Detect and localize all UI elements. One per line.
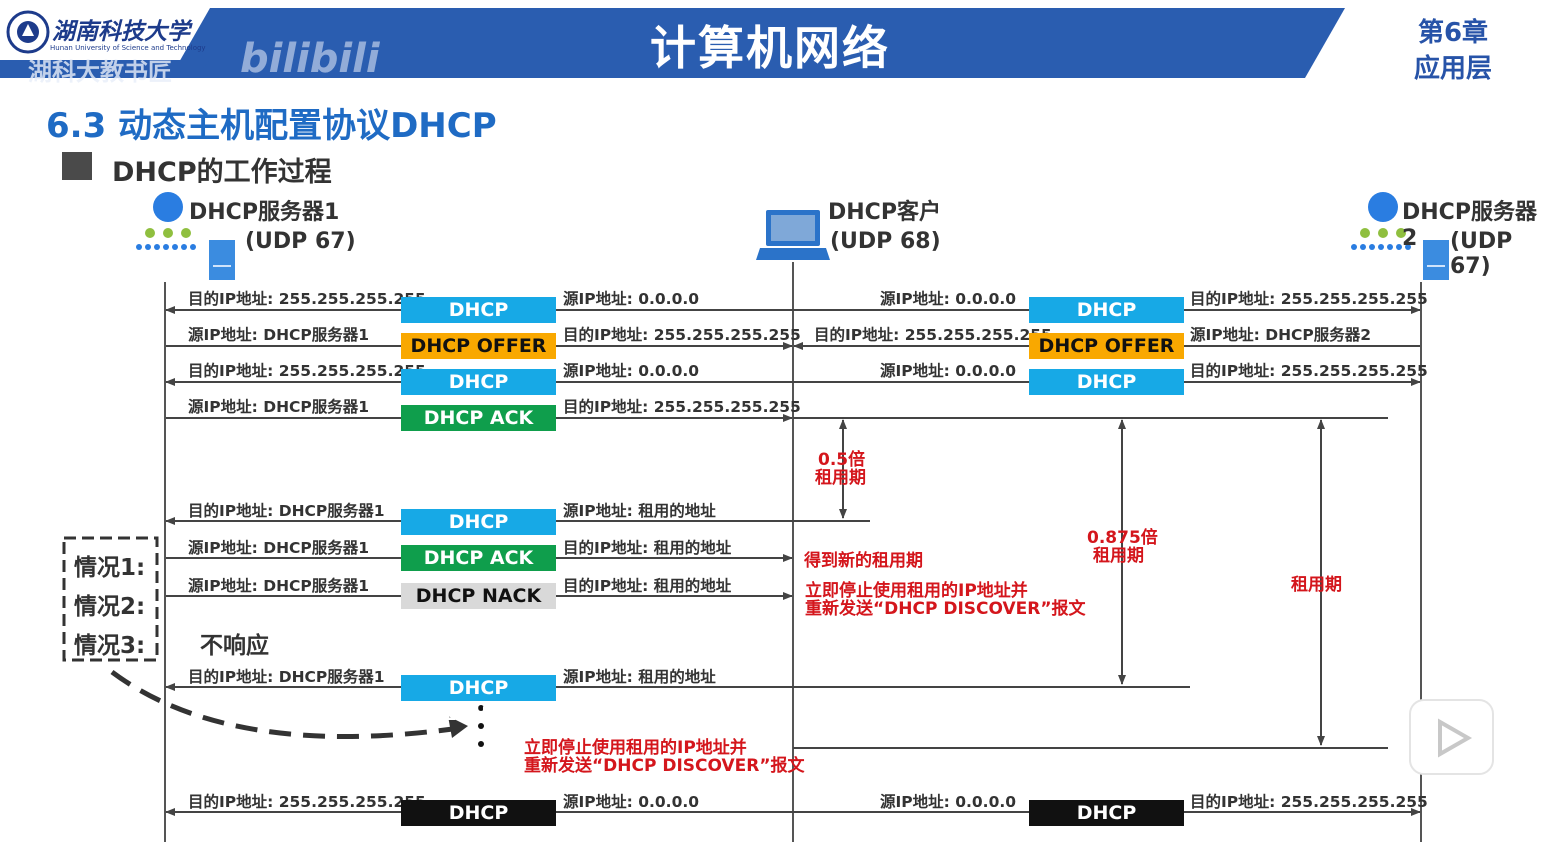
half-lease-label-1: 0.5倍 xyxy=(818,450,866,470)
addr-label: 源IP地址: DHCP服务器1 xyxy=(188,398,370,416)
case3-label: 情况3: xyxy=(74,633,146,659)
course-title: 计算机网络 xyxy=(650,21,890,75)
msg-release: DHCP RELEASE xyxy=(1029,800,1184,850)
addr-label: 源IP地址: 0.0.0.0 xyxy=(563,793,700,811)
stop-use-note-1: 立即停止使用租用的IP地址并 xyxy=(524,738,747,758)
case1-label: 情况1: xyxy=(74,555,146,581)
new-lease-note: 得到新的租用期 xyxy=(804,551,923,571)
addr-label: 源IP地址: DHCP服务器1 xyxy=(188,326,370,344)
msg-offer: DHCP OFFER xyxy=(1029,333,1184,359)
msg-request: DHCP REQUEST xyxy=(1029,369,1184,419)
addr-label: 源IP地址: 租用的地址 xyxy=(563,502,716,520)
server1-port: (UDP 67) xyxy=(245,229,356,254)
addr-label: 目的IP地址: 255.255.255.255 xyxy=(188,793,426,811)
addr-label: 目的IP地址: 255.255.255.255 xyxy=(188,290,426,308)
addr-label: 源IP地址: DHCP服务器2 xyxy=(1190,326,1372,344)
addr-label: 源IP地址: 0.0.0.0 xyxy=(880,362,1017,380)
client-port: (UDP 68) xyxy=(830,229,941,254)
no-response-label: 不响应 xyxy=(200,633,269,659)
header-bar: 湖南科技大学 Hunan University of Science and T… xyxy=(0,0,1552,86)
stop-use-note-2: 重新发送“DHCP DISCOVER”报文 xyxy=(805,599,1086,619)
addr-label: 源IP地址: DHCP服务器1 xyxy=(188,577,370,595)
addr-label: 源IP地址: DHCP服务器1 xyxy=(188,539,370,557)
client-label: DHCP客户 xyxy=(828,200,941,225)
play-icon xyxy=(1409,699,1494,775)
server2-port: (UDP 67) xyxy=(1450,229,1513,279)
university-name: 湖南科技大学 xyxy=(52,18,190,45)
addr-label: 目的IP地址: 255.255.255.255 xyxy=(563,326,801,344)
case2-label: 情况2: xyxy=(74,594,146,620)
msg-discover: DHCP DISCOVER xyxy=(1029,297,1184,347)
stop-use-note-2: 重新发送“DHCP DISCOVER”报文 xyxy=(524,756,805,776)
addr-label: 目的IP地址: 255.255.255.255 xyxy=(1190,793,1428,811)
subtitle-bullet xyxy=(62,152,92,180)
header-background xyxy=(0,8,1345,78)
bilibili-watermark: bilibili xyxy=(240,36,380,82)
msg-release: DHCP RELEASE xyxy=(401,800,556,850)
chapter-number: 第6章 xyxy=(1417,18,1489,48)
addr-label: 目的IP地址: 255.255.255.255 xyxy=(1190,362,1428,380)
server1-icon xyxy=(136,192,235,280)
addr-label: 源IP地址: 0.0.0.0 xyxy=(563,290,700,308)
addr-label: 目的IP地址: DHCP服务器1 xyxy=(188,502,385,520)
msg-ack: DHCP ACK xyxy=(401,405,556,431)
msg-request: DHCP REQUEST xyxy=(401,369,556,419)
msg-nack: DHCP NACK xyxy=(401,583,556,609)
addr-label: 源IP地址: 0.0.0.0 xyxy=(880,793,1017,811)
section-title: 6.3 动态主机配置协议DHCP xyxy=(46,106,497,146)
msg-offer: DHCP OFFER xyxy=(401,333,556,359)
eighth-lease-label-2: 租用期 xyxy=(1093,546,1144,566)
addr-label: 目的IP地址: 255.255.255.255 xyxy=(188,362,426,380)
addr-label: 目的IP地址: 租用的地址 xyxy=(563,539,732,557)
addr-label: 目的IP地址: 租用的地址 xyxy=(563,577,732,595)
university-name-en: Hunan University of Science and Technolo… xyxy=(50,44,206,52)
server2-icon xyxy=(1351,192,1449,280)
addr-label: 源IP地址: 0.0.0.0 xyxy=(563,362,700,380)
chapter-name: 应用层 xyxy=(1413,54,1492,84)
lease-label: 租用期 xyxy=(1291,575,1342,595)
stop-use-note-1: 立即停止使用租用的IP地址并 xyxy=(805,581,1028,601)
msg-request: DHCP REQUEST xyxy=(401,509,556,559)
addr-label: 目的IP地址: 255.255.255.255 xyxy=(814,326,1052,344)
cases-box xyxy=(62,536,159,662)
addr-label: 目的IP地址: 255.255.255.255 xyxy=(1190,290,1428,308)
server2-label: DHCP服务器2 xyxy=(1402,200,1537,251)
channel-watermark: 湖科大教书匠 xyxy=(28,58,172,86)
msg-ack: DHCP ACK xyxy=(401,545,556,571)
addr-label: 源IP地址: 0.0.0.0 xyxy=(880,290,1017,308)
subtitle: DHCP的工作过程 xyxy=(112,157,332,188)
addr-label: 目的IP地址: DHCP服务器1 xyxy=(188,668,385,686)
msg-request: DHCP REQUEST xyxy=(401,675,556,725)
laptop-icon xyxy=(756,210,830,260)
case3-dashed-curve xyxy=(110,669,461,739)
half-lease-label-2: 租用期 xyxy=(815,468,866,488)
msg-discover: DHCP DISCOVER xyxy=(401,297,556,347)
server1-label: DHCP服务器1 xyxy=(189,200,340,225)
addr-label: 目的IP地址: 255.255.255.255 xyxy=(563,398,801,416)
addr-label: 源IP地址: 租用的地址 xyxy=(563,668,716,686)
eighth-lease-label-1: 0.875倍 xyxy=(1087,528,1158,548)
